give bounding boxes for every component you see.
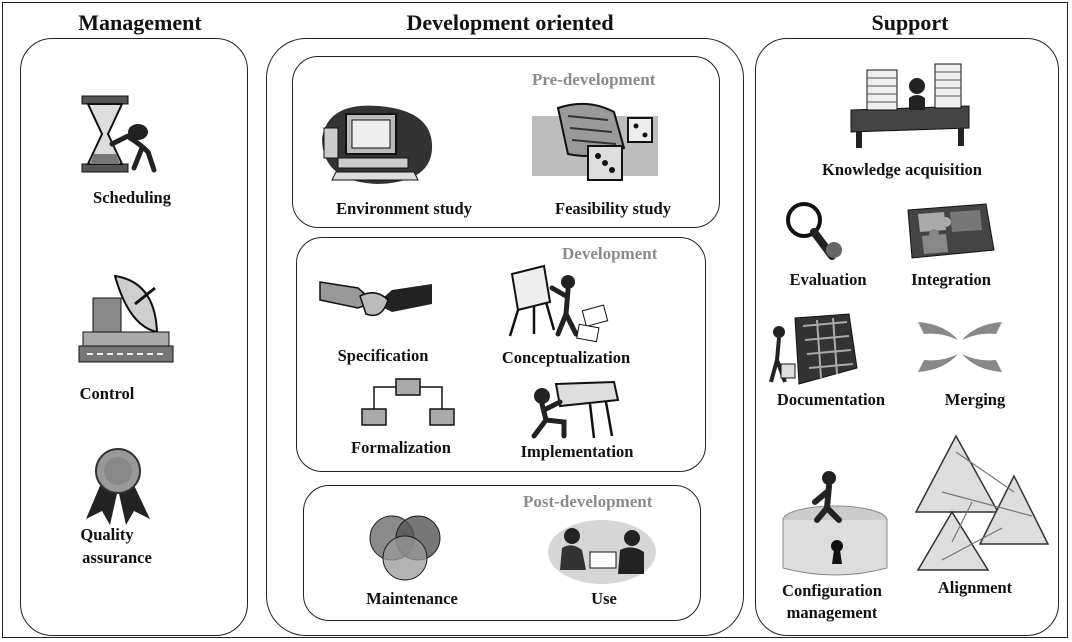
environment-study-label: Environment study — [336, 199, 472, 218]
evaluation-label: Evaluation — [789, 270, 867, 289]
management-panel — [20, 38, 248, 636]
pre-development-title: Pre-development — [532, 70, 656, 89]
dice-icon — [532, 102, 658, 181]
use-label: Use — [591, 589, 617, 608]
puzzle-icon — [907, 203, 995, 259]
implementation-label: Implementation — [520, 442, 634, 461]
alignment-label: Alignment — [937, 578, 1013, 597]
knowledge-acquisition-label: Knowledge acquisition — [822, 160, 982, 179]
support-panel — [755, 38, 1059, 636]
merging-label: Merging — [944, 390, 1006, 409]
people-meeting-icon — [548, 520, 656, 584]
desk-with-papers-icon — [850, 63, 970, 148]
formalization-label: Formalization — [351, 438, 451, 457]
maintenance-label: Maintenance — [366, 589, 458, 608]
post-development-title: Post-development — [523, 492, 653, 511]
presenter-easel-icon — [508, 264, 609, 343]
handshake-icon — [319, 281, 432, 317]
merging-arrows-icon — [918, 322, 1002, 372]
support-title: Support — [871, 10, 949, 35]
feasibility-study-label: Feasibility study — [555, 199, 671, 218]
hourglass-icon — [81, 95, 157, 173]
lock-cylinder-icon — [782, 471, 888, 576]
venn-diagram-icon — [369, 515, 441, 581]
documentation-label: Documentation — [776, 390, 886, 409]
magnifier-icon — [786, 202, 842, 260]
development-subtitle: Development — [562, 244, 658, 263]
control-label: Control — [79, 384, 135, 403]
configuration-label-line1: Configuration — [782, 581, 882, 600]
computer-icon — [322, 105, 433, 184]
satellite-dish-icon — [78, 274, 174, 363]
scheduling-label: Scheduling — [93, 188, 171, 207]
hierarchy-chart-icon — [361, 378, 455, 426]
filing-cabinet-icon — [769, 313, 858, 385]
configuration-label-line2: management — [786, 603, 878, 622]
alignment-triangles-icon — [914, 434, 1050, 571]
development-title: Development oriented — [406, 10, 614, 35]
development-subpanel — [296, 237, 706, 472]
quality-label-line1: Quality — [80, 525, 134, 544]
development-panel — [266, 38, 744, 636]
pre-development-panel — [292, 56, 720, 228]
conceptualization-label: Conceptualization — [501, 348, 631, 367]
management-title: Management — [78, 10, 202, 35]
specification-label: Specification — [337, 346, 429, 365]
integration-label: Integration — [911, 270, 991, 289]
post-development-panel — [303, 485, 701, 621]
award-ribbon-icon — [86, 448, 150, 525]
drafting-table-icon — [531, 380, 620, 439]
quality-label-line2: assurance — [82, 548, 152, 567]
